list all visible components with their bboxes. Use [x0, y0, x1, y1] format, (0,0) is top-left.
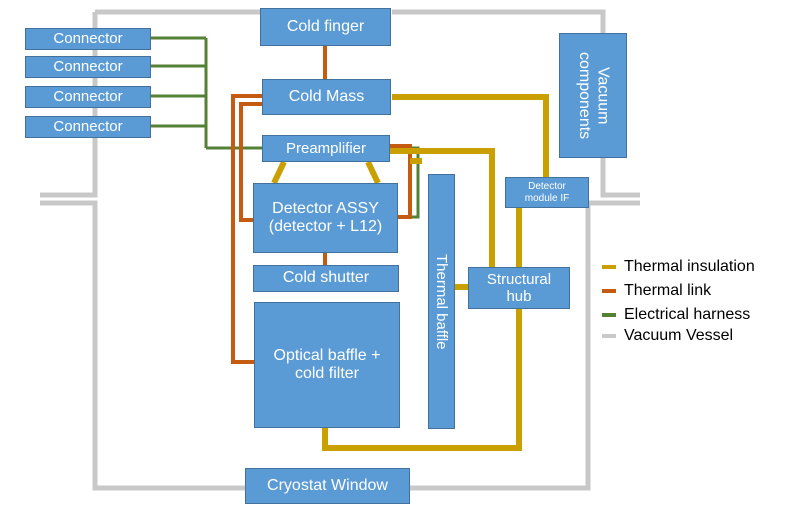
legend-label: Vacuum Vessel	[624, 327, 734, 344]
connector-1: Connector	[25, 28, 151, 50]
cold-shutter-box: Cold shutter	[253, 265, 399, 292]
legend-electrical-harness: Electrical harness	[602, 304, 750, 326]
connector-4: Connector	[25, 116, 151, 138]
detector-assy-box: Detector ASSY (detector + L12)	[253, 183, 398, 253]
cold-mass-box: Cold Mass	[262, 79, 391, 115]
detector-module-if-box: Detector module IF	[505, 177, 589, 208]
connector-2: Connector	[25, 56, 151, 78]
thermal-baffle-box: Thermal baffle	[428, 174, 455, 429]
vacuum-components-box: Vacuum components	[559, 33, 627, 158]
thermal-link	[231, 46, 412, 364]
legend-label: Thermal insulation	[624, 258, 755, 275]
structural-hub-box: Structural hub	[468, 267, 570, 309]
cryostat-window-box: Cryostat Window	[245, 468, 410, 504]
legend-label: Electrical harness	[624, 306, 751, 323]
optical-baffle-box: Optical baffle + cold filter	[254, 302, 400, 428]
legend-label: Thermal link	[624, 282, 712, 299]
thermal-insulation	[271, 94, 549, 451]
cold-finger-box: Cold finger	[260, 8, 391, 46]
legend-swatch	[602, 313, 616, 317]
legend-vacuum-vessel: Vacuum Vessel	[602, 325, 733, 347]
legend-swatch	[602, 334, 616, 338]
preamplifier-box: Preamplifier	[262, 135, 390, 162]
connector-3: Connector	[25, 86, 151, 108]
legend-thermal-insulation: Thermal insulation	[602, 256, 755, 278]
legend-swatch	[602, 265, 616, 269]
legend-swatch	[602, 289, 616, 293]
legend-thermal-link: Thermal link	[602, 280, 711, 302]
